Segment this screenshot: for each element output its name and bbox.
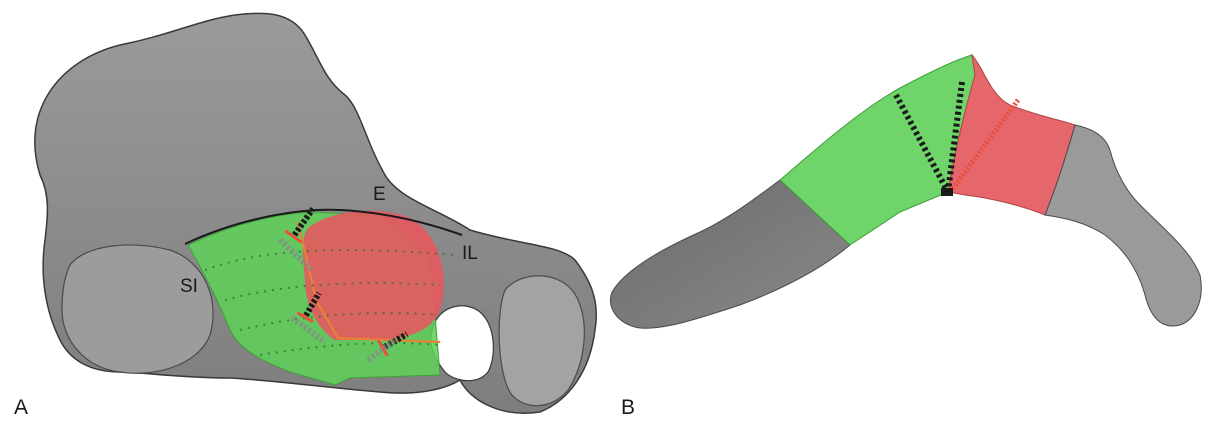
panel-b-bone	[610, 55, 1201, 328]
panel-label-b: B	[621, 396, 635, 419]
screw-head	[941, 188, 953, 196]
bone-segment-right	[1045, 125, 1201, 326]
panel-a-pelvis: SI E IL	[35, 13, 597, 413]
red-region	[303, 211, 444, 340]
label-si: SI	[180, 276, 198, 297]
label-il: IL	[462, 243, 478, 264]
label-e: E	[373, 184, 386, 205]
panel-label-a: A	[14, 396, 28, 419]
sacroiliac-facet	[62, 245, 213, 373]
